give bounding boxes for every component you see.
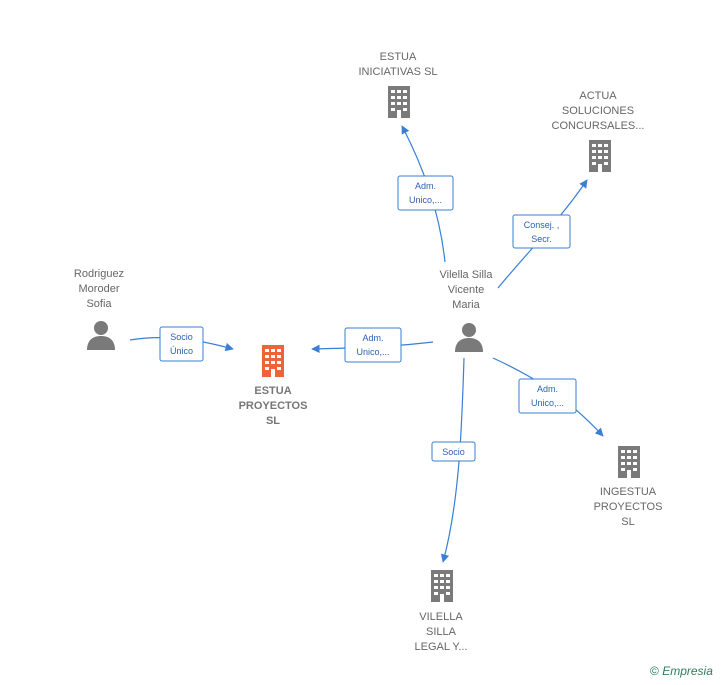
node-ingestua-proyectos[interactable]: INGESTUA PROYECTOS SL — [594, 446, 663, 528]
building-icon — [618, 446, 640, 478]
svg-text:Único: Único — [170, 346, 193, 356]
svg-text:CONCURSALES...: CONCURSALES... — [552, 120, 645, 132]
svg-text:Socio: Socio — [442, 447, 465, 457]
svg-text:INGESTUA: INGESTUA — [600, 486, 657, 498]
svg-text:VILELLA: VILELLA — [419, 611, 463, 623]
svg-text:Unico,...: Unico,... — [356, 347, 389, 357]
node-estua-iniciativas[interactable]: ESTUA INICIATIVAS SL — [358, 51, 438, 118]
svg-text:Vilella Silla: Vilella Silla — [440, 269, 494, 281]
svg-text:Unico,...: Unico,... — [409, 195, 442, 205]
person-icon — [87, 321, 115, 350]
node-vilella-silla[interactable]: Vilella Silla Vicente Maria — [440, 269, 494, 352]
node-rodriguez-moroder[interactable]: Rodriguez Moroder Sofia — [74, 268, 124, 350]
svg-text:PROYECTOS: PROYECTOS — [239, 400, 308, 412]
brand-logo: Empresia — [662, 664, 713, 678]
svg-text:Consej. ,: Consej. , — [524, 220, 560, 230]
node-vilella-silla-legal[interactable]: VILELLA SILLA LEGAL Y... — [414, 570, 468, 653]
svg-text:Secr.: Secr. — [531, 234, 552, 244]
edge-label-vilella-to-ingestua: Adm. Unico,... — [518, 378, 577, 414]
node-estua-proyectos[interactable]: ESTUA PROYECTOS SL — [239, 345, 308, 427]
svg-text:SL: SL — [621, 516, 634, 528]
building-icon — [589, 140, 611, 172]
svg-text:ACTUA: ACTUA — [579, 90, 617, 102]
watermark: © Empresia — [650, 664, 713, 678]
edge-label-rodriguez-to-proyectos: Socio Único — [159, 326, 204, 362]
svg-text:SILLA: SILLA — [426, 626, 457, 638]
node-actua-soluciones[interactable]: ACTUA SOLUCIONES CONCURSALES... — [552, 90, 645, 172]
building-icon — [262, 345, 284, 377]
svg-text:SL: SL — [266, 415, 280, 427]
edge-label-vilella-to-legal: Socio — [431, 441, 476, 462]
copyright-icon: © — [650, 664, 659, 678]
building-icon — [431, 570, 453, 602]
svg-text:Sofia: Sofia — [86, 298, 112, 310]
svg-text:ESTUA: ESTUA — [380, 51, 417, 63]
svg-text:Maria: Maria — [452, 299, 480, 311]
svg-text:INICIATIVAS SL: INICIATIVAS SL — [358, 66, 437, 78]
building-icon — [388, 86, 410, 118]
svg-text:Moroder: Moroder — [79, 283, 120, 295]
edge-label-vilella-to-proyectos: Adm. Unico,... — [344, 327, 402, 363]
svg-text:Adm.: Adm. — [415, 181, 436, 191]
svg-text:SOLUCIONES: SOLUCIONES — [562, 105, 634, 117]
svg-text:Adm.: Adm. — [537, 384, 558, 394]
edge-label-vilella-to-actua: Consej. , Secr. — [512, 214, 571, 249]
svg-text:Adm.: Adm. — [362, 333, 383, 343]
edge-label-vilella-to-iniciativas: Adm. Unico,... — [397, 175, 454, 211]
svg-text:Rodriguez: Rodriguez — [74, 268, 124, 280]
svg-text:Unico,...: Unico,... — [531, 398, 564, 408]
svg-text:PROYECTOS: PROYECTOS — [594, 501, 663, 513]
person-icon — [455, 323, 483, 352]
svg-text:ESTUA: ESTUA — [254, 385, 291, 397]
svg-text:Vicente: Vicente — [448, 284, 485, 296]
svg-text:LEGAL Y...: LEGAL Y... — [414, 641, 467, 653]
svg-text:Socio: Socio — [170, 332, 193, 342]
